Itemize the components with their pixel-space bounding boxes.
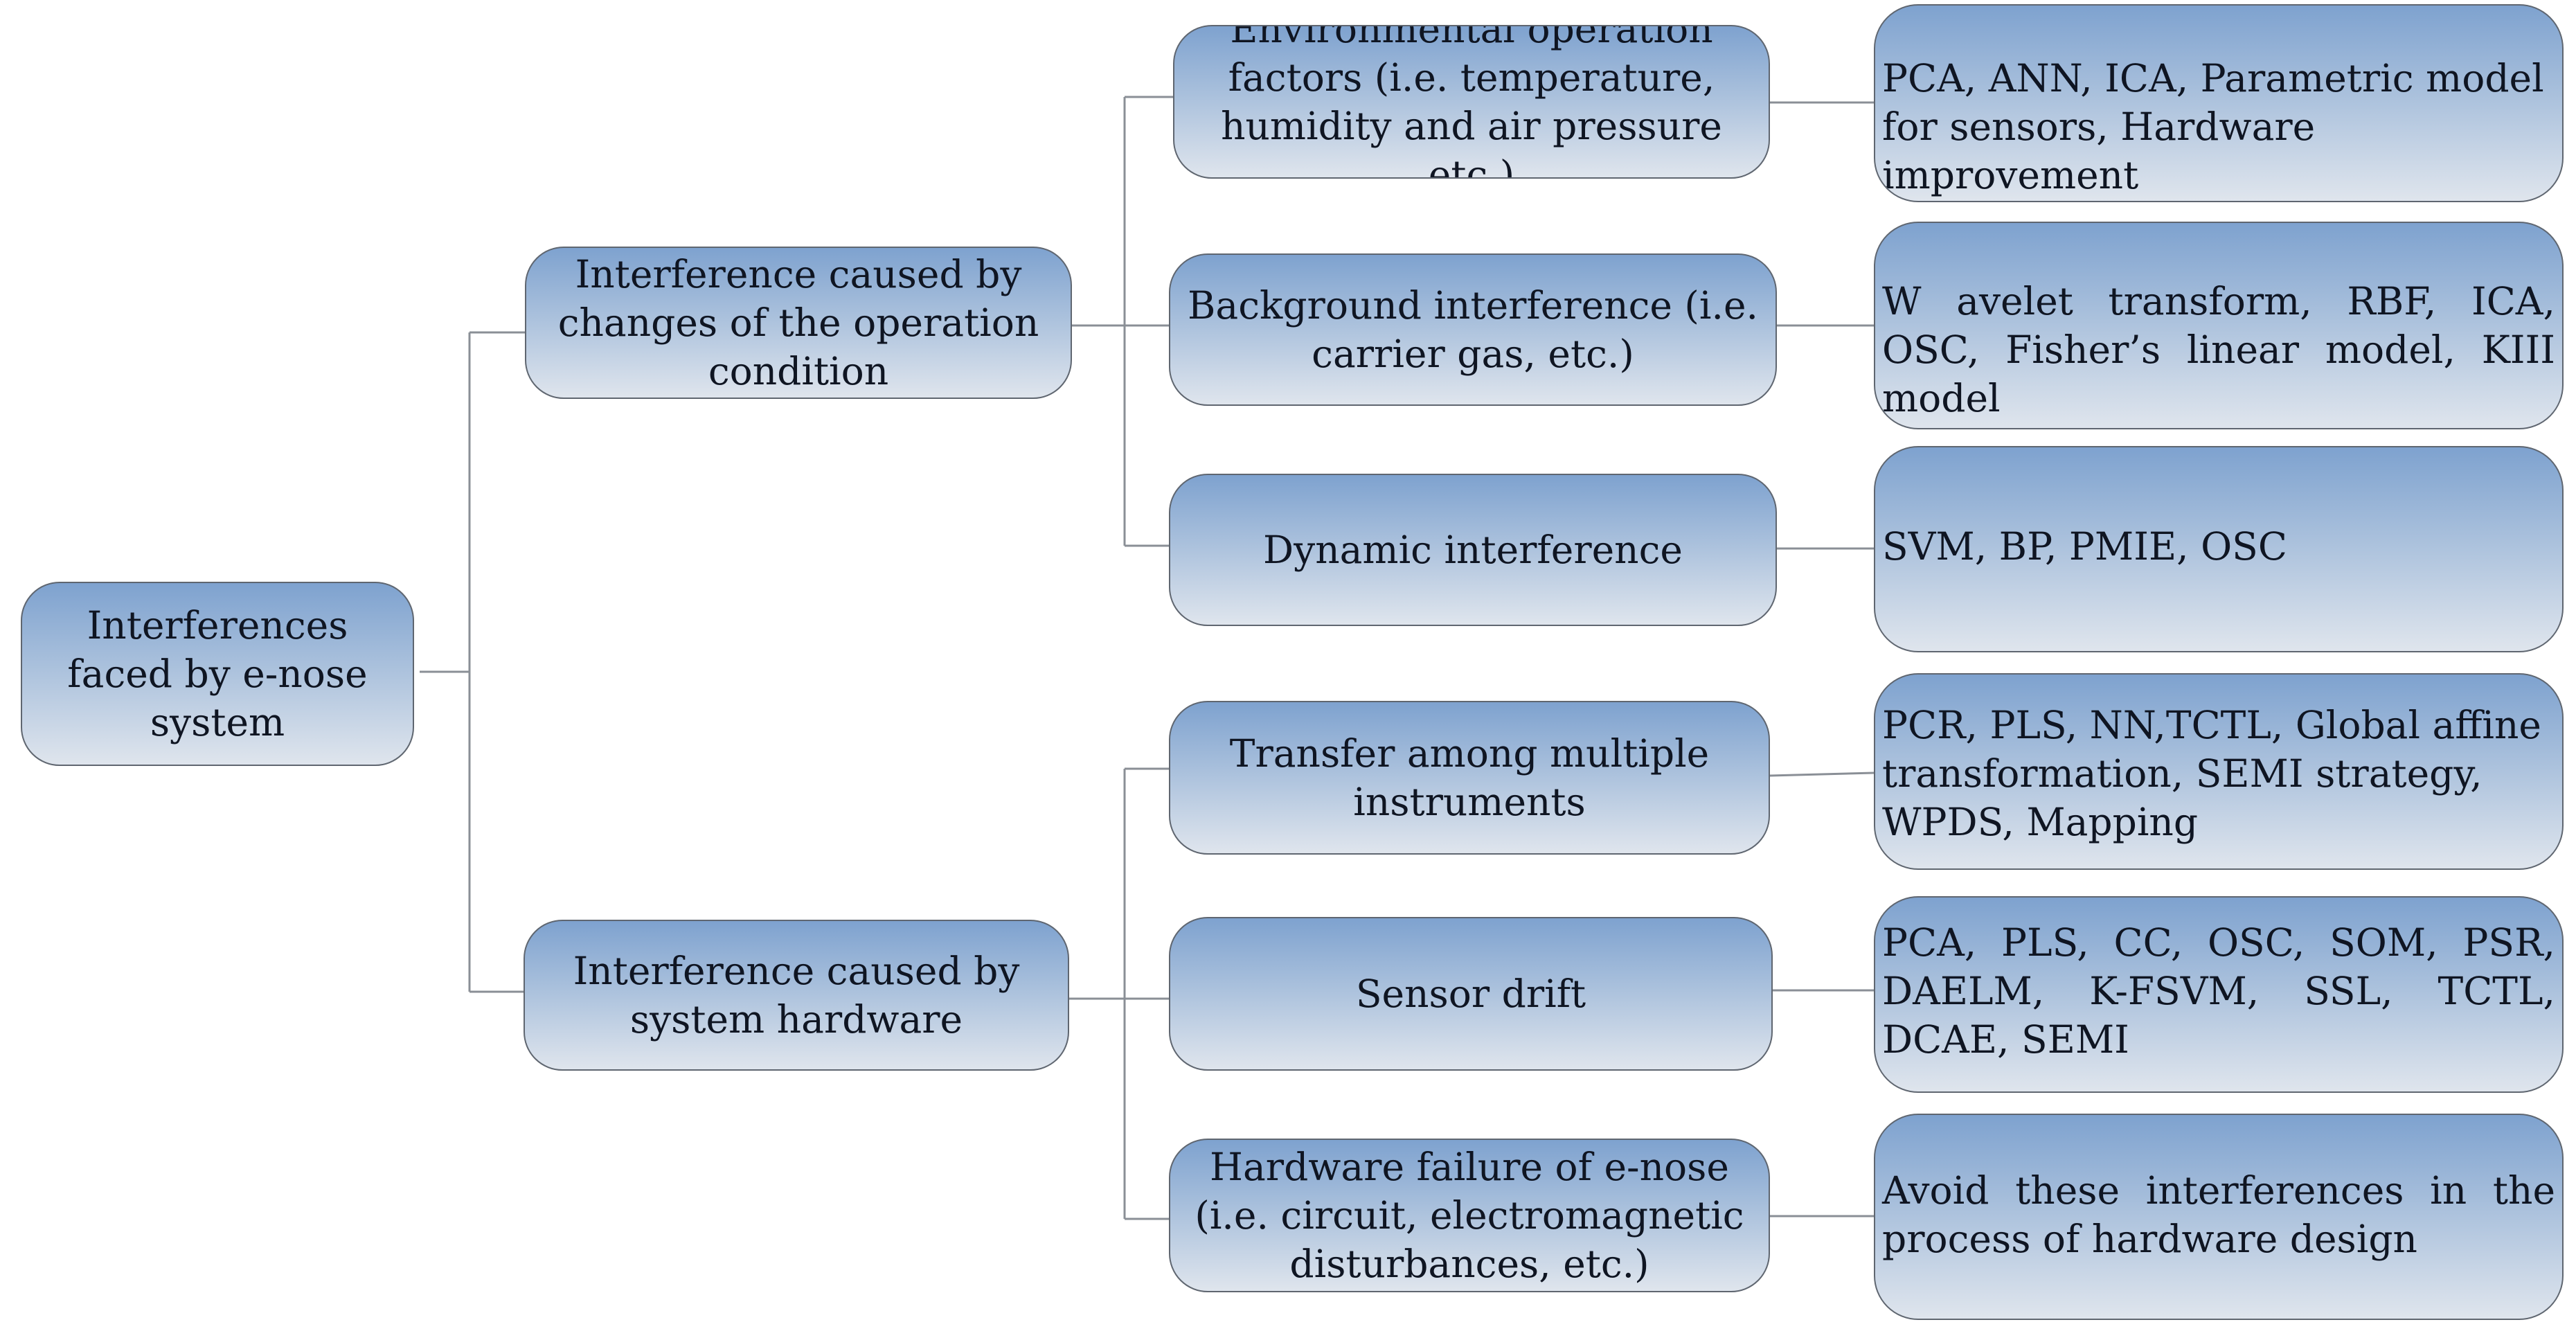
category-system-hardware: Interference caused by system hardware xyxy=(524,920,1069,1071)
category-system-hardware-label: Interference caused by system hardware xyxy=(573,949,1020,1042)
factor-background-label: Background interference (i.e. carrier ga… xyxy=(1187,283,1758,376)
method-list-environmental-label: PCA, ANN, ICA, Parametric model for sens… xyxy=(1882,56,2544,197)
category-operation-condition: Interference caused by changes of the op… xyxy=(525,247,1072,399)
method-list-background: W avelet transform, RBF, ICA, OSC, Fishe… xyxy=(1874,222,2564,429)
root-node-label: Interferences faced by e-nose system xyxy=(67,603,368,744)
category-operation-condition-label: Interference caused by changes of the op… xyxy=(557,252,1039,393)
method-list-sensor-drift: PCA, PLS, CC, OSC, SOM, PSR, DAELM, K-FS… xyxy=(1874,896,2564,1093)
factor-environmental: Environmental operation factors (i.e. te… xyxy=(1173,25,1770,179)
method-list-transfer-label: PCR, PLS, NN,TCTL, Global affine transfo… xyxy=(1882,703,2541,844)
factor-4-to-method-4-line xyxy=(1769,771,1875,777)
method-list-environmental: PCA, ANN, ICA, Parametric model for sens… xyxy=(1874,4,2564,202)
method-list-hardware-failure: Avoid these interferences in the process… xyxy=(1874,1114,2564,1320)
factor-sensor-drift: Sensor drift xyxy=(1169,917,1773,1071)
factor-background: Background interference (i.e. carrier ga… xyxy=(1169,253,1777,406)
factor-environmental-label: Environmental operation factors (i.e. te… xyxy=(1221,25,1722,179)
factor-dynamic-label: Dynamic interference xyxy=(1263,528,1683,572)
factor-dynamic: Dynamic interference xyxy=(1169,474,1777,626)
factor-sensor-drift-label: Sensor drift xyxy=(1355,972,1586,1016)
root-node: Interferences faced by e-nose system xyxy=(21,582,414,766)
factor-hardware-failure: Hardware failure of e-nose (i.e. circuit… xyxy=(1169,1139,1770,1292)
factor-hardware-failure-label: Hardware failure of e-nose (i.e. circuit… xyxy=(1195,1145,1744,1286)
factor-transfer: Transfer among multiple instruments xyxy=(1169,701,1770,855)
factor-transfer-label: Transfer among multiple instruments xyxy=(1229,731,1710,824)
method-list-dynamic-label: SVM, BP, PMIE, OSC xyxy=(1882,524,2287,569)
method-list-dynamic: SVM, BP, PMIE, OSC xyxy=(1874,446,2564,652)
method-list-hardware-failure-label: Avoid these interferences in the process… xyxy=(1882,1168,2555,1261)
method-list-sensor-drift-label: PCA, PLS, CC, OSC, SOM, PSR, DAELM, K-FS… xyxy=(1882,920,2555,1062)
method-list-transfer: PCR, PLS, NN,TCTL, Global affine transfo… xyxy=(1874,673,2564,870)
method-list-background-label: W avelet transform, RBF, ICA, OSC, Fishe… xyxy=(1882,279,2555,420)
